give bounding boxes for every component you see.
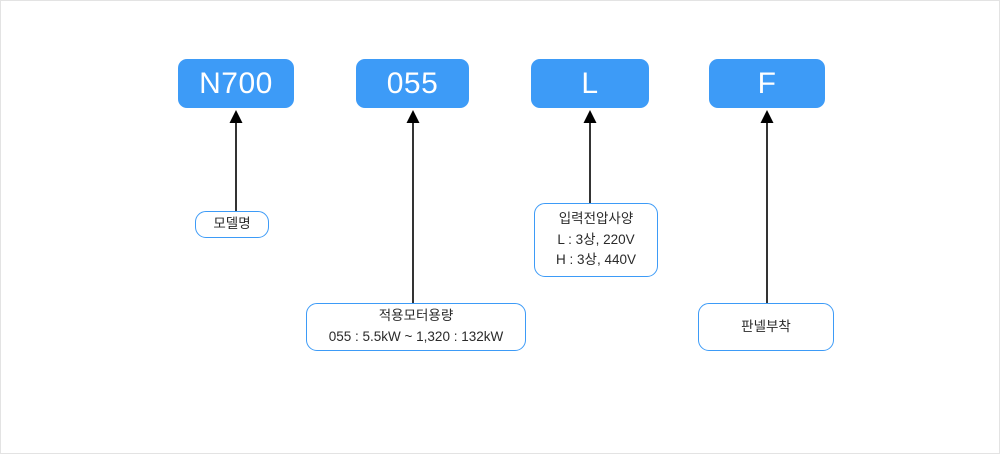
caption-motor-line-1: 적용모터용량 [378,308,454,324]
caption-voltage-line-2: L : 3상, 220V [557,231,635,247]
arrow-model-arrowhead-icon [229,110,243,123]
arrow-mount-arrowhead-icon [760,110,774,123]
arrow-voltage-arrowhead-icon [583,110,597,123]
caption-voltage: 입력전압사양 L : 3상, 220V H : 3상, 440V [534,203,658,277]
chip-motor-label: 055 [386,66,439,100]
caption-voltage-line-1: 입력전압사양 [558,210,634,226]
arrow-motor-arrowhead-icon [406,110,420,123]
chip-voltage-label: L [581,66,599,100]
caption-voltage-line-3: H : 3상, 440V [556,252,636,268]
chip-mount: F [709,59,825,108]
caption-mount-line-1: 판넬부착 [741,318,791,334]
caption-mount: 판넬부착 [698,303,834,351]
chip-voltage: L [531,59,649,108]
caption-model-line-1: 모델명 [213,216,251,232]
chip-model: N700 [178,59,294,108]
caption-motor: 적용모터용량 055 : 5.5kW ~ 1,320 : 132kW [306,303,526,351]
caption-model: 모델명 [195,211,269,238]
chip-model-label: N700 [199,66,273,100]
caption-motor-line-2: 055 : 5.5kW ~ 1,320 : 132kW [328,329,504,344]
chip-motor: 055 [356,59,469,108]
chip-mount-label: F [757,66,777,100]
